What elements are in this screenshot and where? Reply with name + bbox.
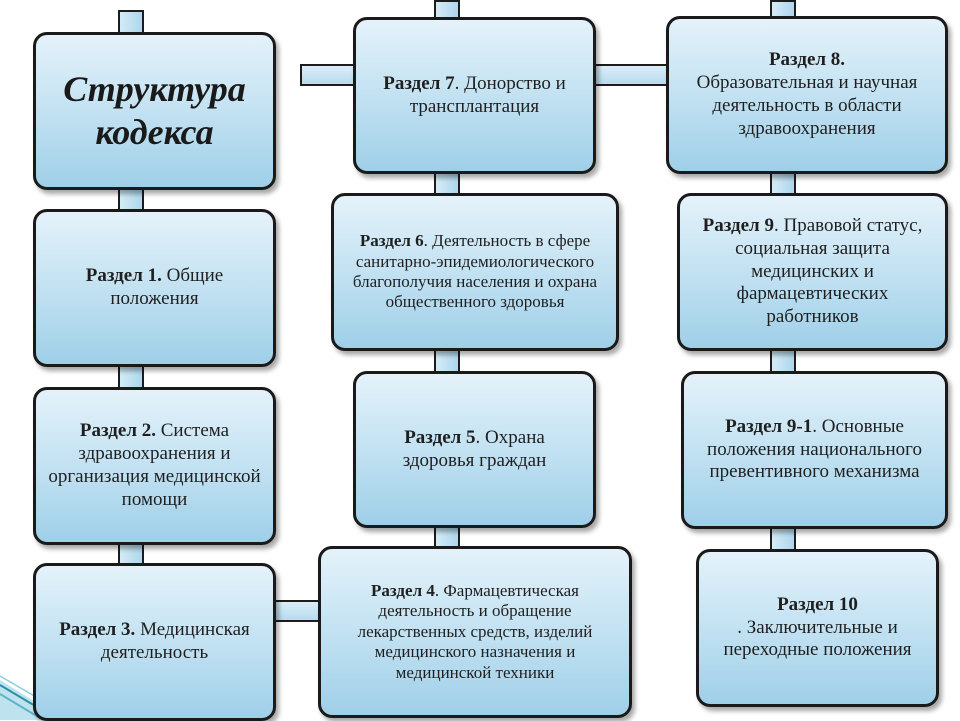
connector [300, 64, 360, 86]
section-10-box: Раздел 10. Заключительные и переходные п… [696, 549, 939, 707]
section-2-box: Раздел 2. Система здравоохранения и орга… [33, 387, 276, 545]
title-box: Структура кодекса [33, 32, 276, 190]
section-4-box: Раздел 4. Фармацевтическая деятельность … [318, 546, 632, 718]
section-4-text: Раздел 4. Фармацевтическая деятельность … [357, 581, 593, 682]
section-1-text: Раздел 1. Общие положения [85, 265, 224, 309]
section-7-text: Раздел 7. Донорство и трансплантация [383, 72, 566, 117]
section-3-text: Раздел 3. Медицинская деятельность [59, 619, 250, 663]
section-2-text: Раздел 2. Система здравоохранения и орга… [48, 420, 261, 510]
section-5-box: Раздел 5. Охрана здоровья граждан [353, 371, 596, 528]
section-9-text: Раздел 9. Правовой статус, социальная за… [702, 215, 923, 328]
section-1-box: Раздел 1. Общие положения [33, 209, 276, 367]
title-line-1: Структура [63, 68, 246, 109]
section-8-text: Раздел 8.Образовательная и научная деяте… [696, 49, 918, 139]
section-7-box: Раздел 7. Донорство и трансплантация [353, 17, 596, 174]
section-5-text: Раздел 5. Охрана здоровья граждан [402, 426, 547, 471]
section-10-text: Раздел 10. Заключительные и переходные п… [723, 593, 912, 661]
section-8-box: Раздел 8.Образовательная и научная деяте… [666, 16, 948, 174]
section-6-box: Раздел 6. Деятельность в сфере санитарно… [331, 193, 619, 351]
title-line-2: кодекса [95, 112, 214, 152]
section-9-1-text: Раздел 9-1. Основные положения националь… [707, 415, 922, 483]
section-6-text: Раздел 6. Деятельность в сфере санитарно… [352, 231, 598, 312]
section-9-1-box: Раздел 9-1. Основные положения националь… [681, 371, 948, 529]
connector [594, 64, 672, 86]
section-9-box: Раздел 9. Правовой статус, социальная за… [677, 193, 948, 351]
section-3-box: Раздел 3. Медицинская деятельность [33, 563, 276, 721]
